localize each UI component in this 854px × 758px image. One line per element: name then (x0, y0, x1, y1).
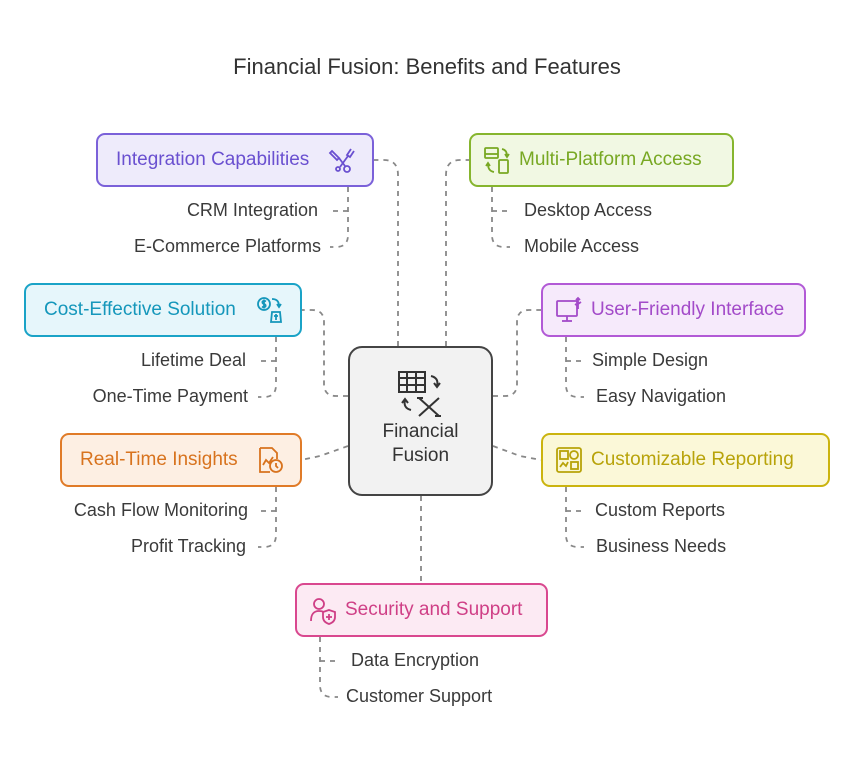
center-label-line2: Fusion (391, 445, 450, 466)
item-cash-flow-monitoring: Cash Flow Monitoring (73, 500, 248, 520)
item-crm-integration: CRM Integration (186, 200, 318, 220)
item-simple-design: Simple Design (592, 350, 709, 370)
node-multiplatform: Multi-Platform Access (469, 133, 734, 187)
node-cost-label: Cost-Effective Solution (44, 299, 236, 320)
dashboard-icon (553, 444, 585, 476)
bracket-integration (330, 187, 349, 248)
item-profit-tracking: Profit Tracking (130, 536, 246, 556)
connector-integration (374, 159, 399, 346)
connector-realtime (300, 445, 349, 461)
bracket-cost (258, 337, 277, 398)
devices-sync-icon (481, 144, 513, 176)
item-business-needs: Business Needs (596, 536, 727, 556)
bracket-security (319, 637, 338, 698)
node-userfriendly-label: User-Friendly Interface (591, 299, 785, 320)
connector-cost (302, 309, 348, 397)
node-userfriendly: User-Friendly Interface (541, 283, 806, 337)
node-realtime-label: Real-Time Insights (80, 449, 238, 470)
diagram-title: Financial Fusion: Benefits and Features (233, 54, 621, 79)
center-node: Financial Fusion (348, 346, 493, 496)
item-data-encryption: Data Encryption (351, 650, 480, 670)
connector-userfriendly (493, 309, 541, 397)
spreadsheet-exchange-icon (350, 368, 491, 420)
monitor-usb-icon (553, 294, 585, 326)
item-lifetime-deal: Lifetime Deal (140, 350, 246, 370)
center-label-line1: Financial (382, 421, 459, 442)
node-reporting-label: Customizable Reporting (591, 449, 794, 470)
bracket-realtime (258, 487, 277, 548)
bracket-multiplatform (491, 187, 510, 248)
node-integration-label: Integration Capabilities (116, 149, 310, 170)
item-custom-reports: Custom Reports (595, 500, 726, 520)
item-easy-navigation: Easy Navigation (596, 386, 727, 406)
node-security-label: Security and Support (345, 599, 523, 620)
connector-multiplatform (445, 159, 470, 346)
item-desktop-access: Desktop Access (524, 200, 653, 220)
node-multiplatform-label: Multi-Platform Access (519, 149, 702, 170)
node-realtime: Real-Time Insights (60, 433, 302, 487)
node-reporting: Customizable Reporting (541, 433, 830, 487)
node-security: Security and Support (295, 583, 548, 637)
item-mobile-access: Mobile Access (524, 236, 640, 256)
node-integration: Integration Capabilities (96, 133, 374, 187)
item-ecommerce-platforms: E-Commerce Platforms (133, 236, 321, 256)
node-cost: Cost-Effective Solution (24, 283, 302, 337)
item-one-time-payment: One-Time Payment (92, 386, 248, 406)
chart-clock-icon (254, 444, 286, 476)
user-shield-icon (307, 594, 339, 626)
tools-icon (326, 144, 358, 176)
connector-reporting (492, 445, 542, 461)
money-exchange-icon (254, 294, 286, 326)
item-customer-support: Customer Support (346, 686, 493, 706)
bracket-reporting (565, 487, 584, 548)
bracket-userfriendly (565, 337, 584, 398)
